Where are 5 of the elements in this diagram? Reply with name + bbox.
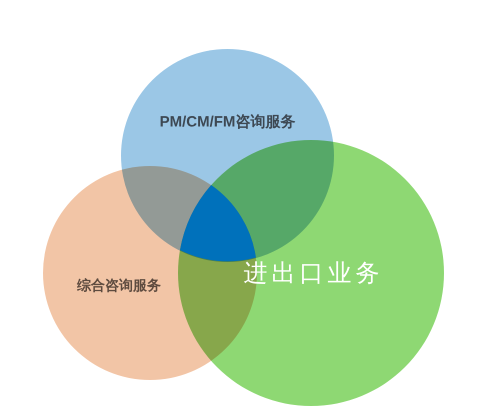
venn-circle xyxy=(178,140,444,406)
center-overlap-region xyxy=(180,185,256,262)
circle-label: 综合咨询服务 xyxy=(77,278,161,292)
circle-label: PM/CM/FM咨询服务 xyxy=(160,114,296,129)
circle-label: 进出口业务 xyxy=(242,262,384,286)
